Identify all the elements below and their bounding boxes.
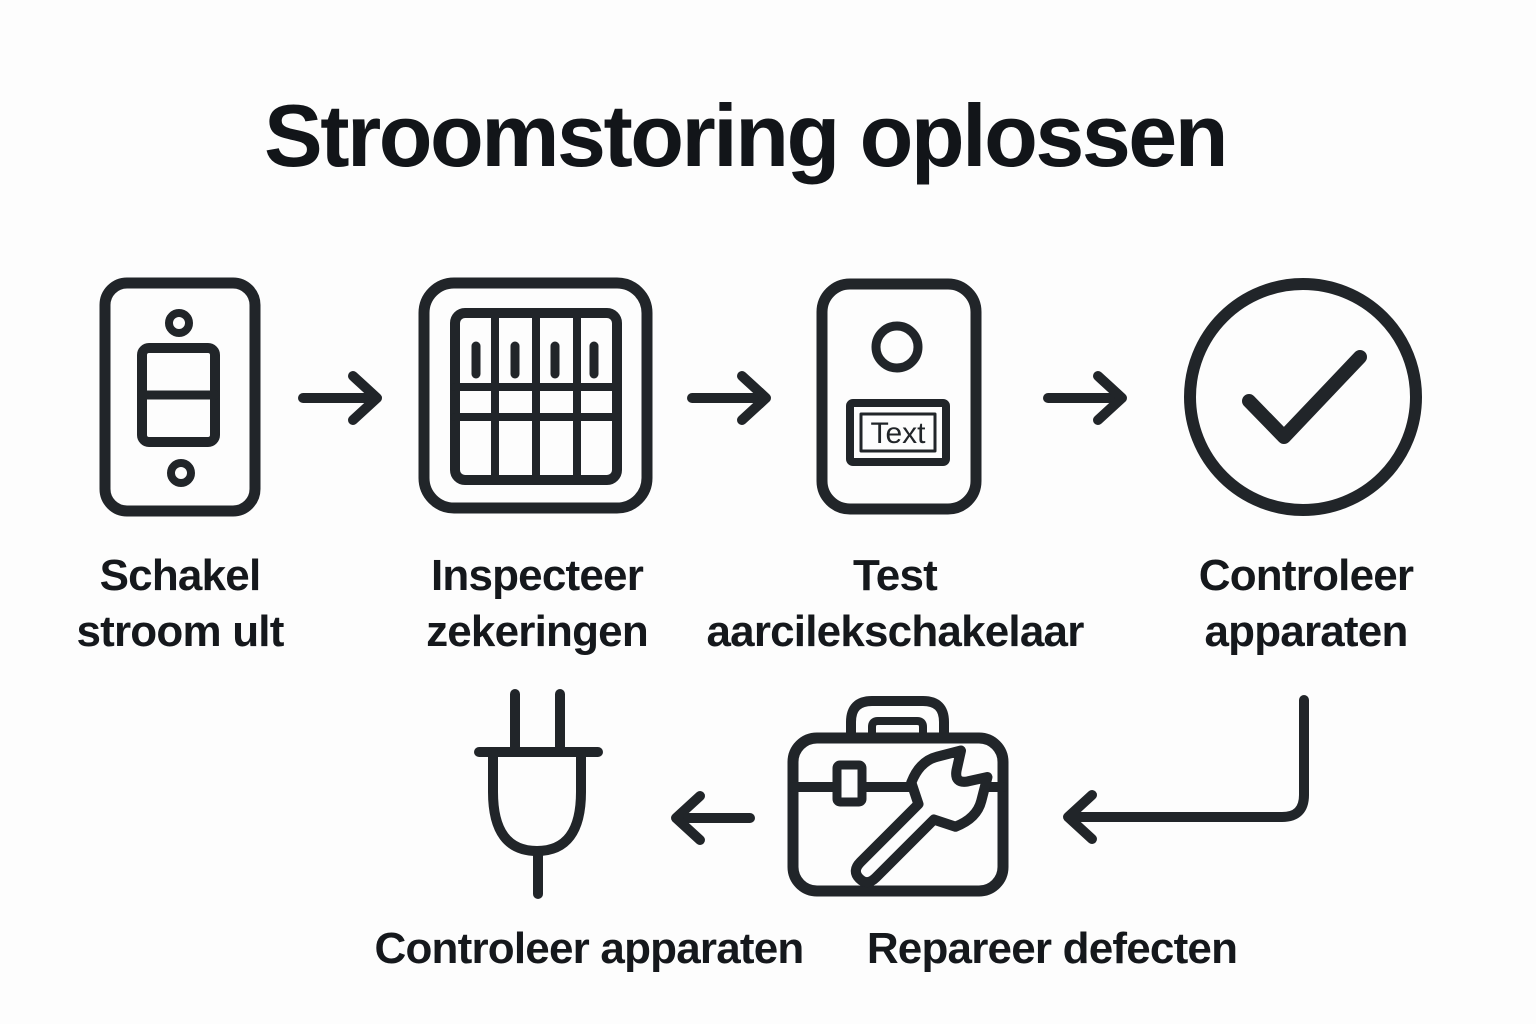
arrow-right-icon	[298, 371, 382, 425]
step-label-line: Controleer	[1198, 551, 1414, 600]
arrow-left-icon	[671, 791, 755, 845]
connector-down-left-icon	[1063, 695, 1309, 844]
step-label-line: Controleer apparaten	[374, 924, 805, 973]
step-label-line: stroom ult	[76, 607, 284, 656]
checkmark-circle-icon	[1184, 278, 1422, 516]
step-label-repareer-defecten: Repareer defecten	[866, 921, 1238, 977]
step-label-line: Schakel	[99, 551, 262, 600]
step-label-test-aardlekschakelaar: Test aarcilekschakelaar	[706, 548, 1084, 660]
rcd-tester-icon: Text	[816, 278, 982, 515]
step-label-line: Test	[852, 551, 938, 600]
step-label-line: Inspecteer	[430, 551, 644, 600]
arrow-right-icon	[687, 371, 771, 425]
step-label-line: apparaten	[1204, 607, 1408, 656]
power-plug-icon	[474, 689, 603, 899]
step-label-schakel-stroom-uit: Schakel stroom ult	[76, 548, 284, 660]
tester-screen-label: Text	[870, 417, 926, 450]
arrow-right-icon	[1043, 371, 1127, 425]
step-label-line: aarcilekschakelaar	[706, 607, 1084, 656]
step-label-inspecteer-zekeringen: Inspecteer zekeringen	[426, 548, 649, 660]
step-label-line: Repareer defecten	[866, 924, 1238, 973]
toolbox-wrench-icon	[787, 696, 1009, 897]
fuse-box-icon	[418, 277, 653, 514]
page-title: Stroomstoring oplossen	[264, 86, 1228, 185]
step-label-controleer-apparaten: Controleer apparaten	[1198, 548, 1414, 660]
light-switch-icon	[99, 277, 261, 517]
step-label-controleer-apparaten-bottom: Controleer apparaten	[374, 921, 805, 977]
step-label-line: zekeringen	[426, 607, 649, 656]
